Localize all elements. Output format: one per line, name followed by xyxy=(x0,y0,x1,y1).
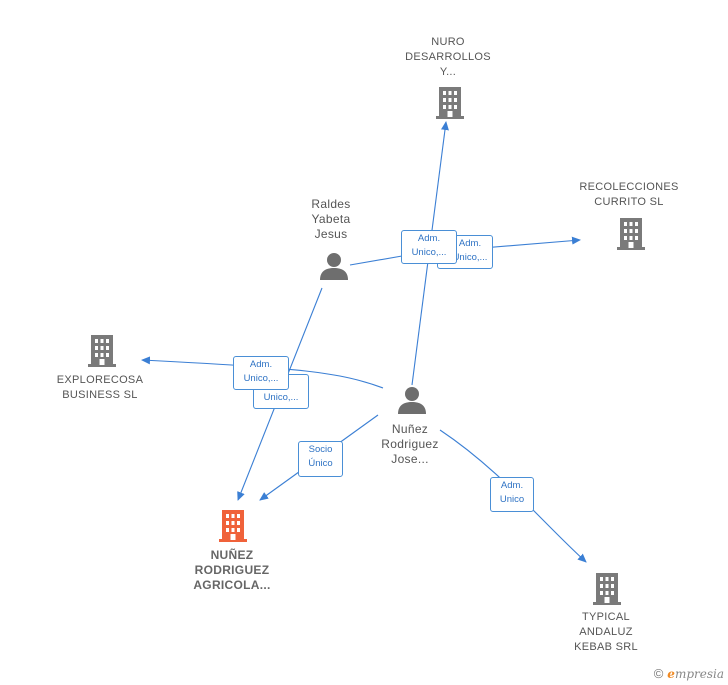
nunez-jose-label-line: Nuñez xyxy=(391,422,429,436)
edge-tag-line: Unico,... xyxy=(263,392,299,403)
edge-tag-line: Adm. xyxy=(500,480,524,491)
raldes-label-line: Raldes xyxy=(311,197,351,211)
edge-tag-socio-unico[interactable]: Socio Único xyxy=(298,441,343,477)
nunez-jose-label[interactable]: Nuñez Rodriguez Jose... xyxy=(360,422,460,467)
explorecosa-label-line: BUSINESS SL xyxy=(62,389,138,401)
raldes-label-line: Yabeta xyxy=(311,212,351,226)
recolecciones-label[interactable]: RECOLECCIONES CURRITO SL xyxy=(569,180,689,210)
raldes-label[interactable]: Raldes Yabeta Jesus xyxy=(281,197,381,242)
nunez-agricola-building-icon[interactable] xyxy=(217,508,249,542)
empresia-brand[interactable]: ©empresia xyxy=(654,666,724,681)
recolecciones-label-line: CURRITO SL xyxy=(594,196,664,208)
nunez-agricola-label-line: RODRIGUEZ xyxy=(194,563,270,577)
edge-tag-line: Unico,... xyxy=(452,252,488,263)
edge-tag-line: Unico xyxy=(499,494,525,505)
edge-tag-adm-unico-3[interactable]: Adm. Unico,... xyxy=(233,356,289,390)
edge-tag-line: Único xyxy=(308,458,333,469)
nunez-agricola-label-line: AGRICOLA... xyxy=(193,578,271,592)
edge-tag-line: Socio xyxy=(308,444,333,455)
raldes-label-line: Jesus xyxy=(314,227,348,241)
nuro-label[interactable]: NURO DESARROLLOS Y... xyxy=(388,35,508,80)
edge-tag-line: Unico,... xyxy=(411,247,447,258)
recolecciones-building-icon[interactable] xyxy=(615,216,647,250)
copyright-icon: © xyxy=(653,666,664,681)
brand-first-letter: e xyxy=(667,667,675,681)
edge-tag-line: Adm. xyxy=(417,233,441,244)
nuro-label-line: DESARROLLOS xyxy=(405,51,491,63)
edge-tag-line: Adm. xyxy=(458,238,482,249)
edge-tag-adm-unico-1[interactable]: Adm. Unico,... xyxy=(401,230,457,264)
typical-building-icon[interactable] xyxy=(591,571,623,605)
edge-raldes-to-recolecciones xyxy=(349,255,403,266)
edge-jose-to-explorecosa xyxy=(141,356,384,389)
edge-tag-line: Unico,... xyxy=(243,373,279,384)
typical-label[interactable]: TYPICAL ANDALUZ KEBAB SRL xyxy=(546,610,666,655)
raldes-person-icon[interactable] xyxy=(318,250,350,282)
nunez-jose-person-icon[interactable] xyxy=(396,384,428,416)
nuro-label-line: NURO xyxy=(431,36,465,48)
nuro-building-icon[interactable] xyxy=(434,85,466,119)
nunez-jose-label-line: Jose... xyxy=(391,452,429,466)
typical-label-line: KEBAB SRL xyxy=(574,641,638,653)
typical-label-line: TYPICAL xyxy=(582,611,630,623)
nunez-agricola-label-line: NUÑEZ xyxy=(210,548,254,562)
explorecosa-label-line: EXPLORECOSA xyxy=(56,374,144,386)
nunez-jose-label-line: Rodriguez xyxy=(381,437,439,451)
nunez-agricola-label[interactable]: NUÑEZ RODRIGUEZ AGRICOLA... xyxy=(172,548,292,593)
nuro-label-line: Y... xyxy=(439,66,457,78)
brand-name: mpresia xyxy=(674,667,724,681)
explorecosa-building-icon[interactable] xyxy=(86,333,118,367)
typical-label-line: ANDALUZ xyxy=(579,626,633,638)
edge-tag-adm-unico-typical[interactable]: Adm. Unico xyxy=(490,477,534,512)
explorecosa-label[interactable]: EXPLORECOSA BUSINESS SL xyxy=(40,373,160,403)
recolecciones-label-line: RECOLECCIONES xyxy=(579,181,679,193)
edge-tag-line: Adm. xyxy=(249,359,273,370)
